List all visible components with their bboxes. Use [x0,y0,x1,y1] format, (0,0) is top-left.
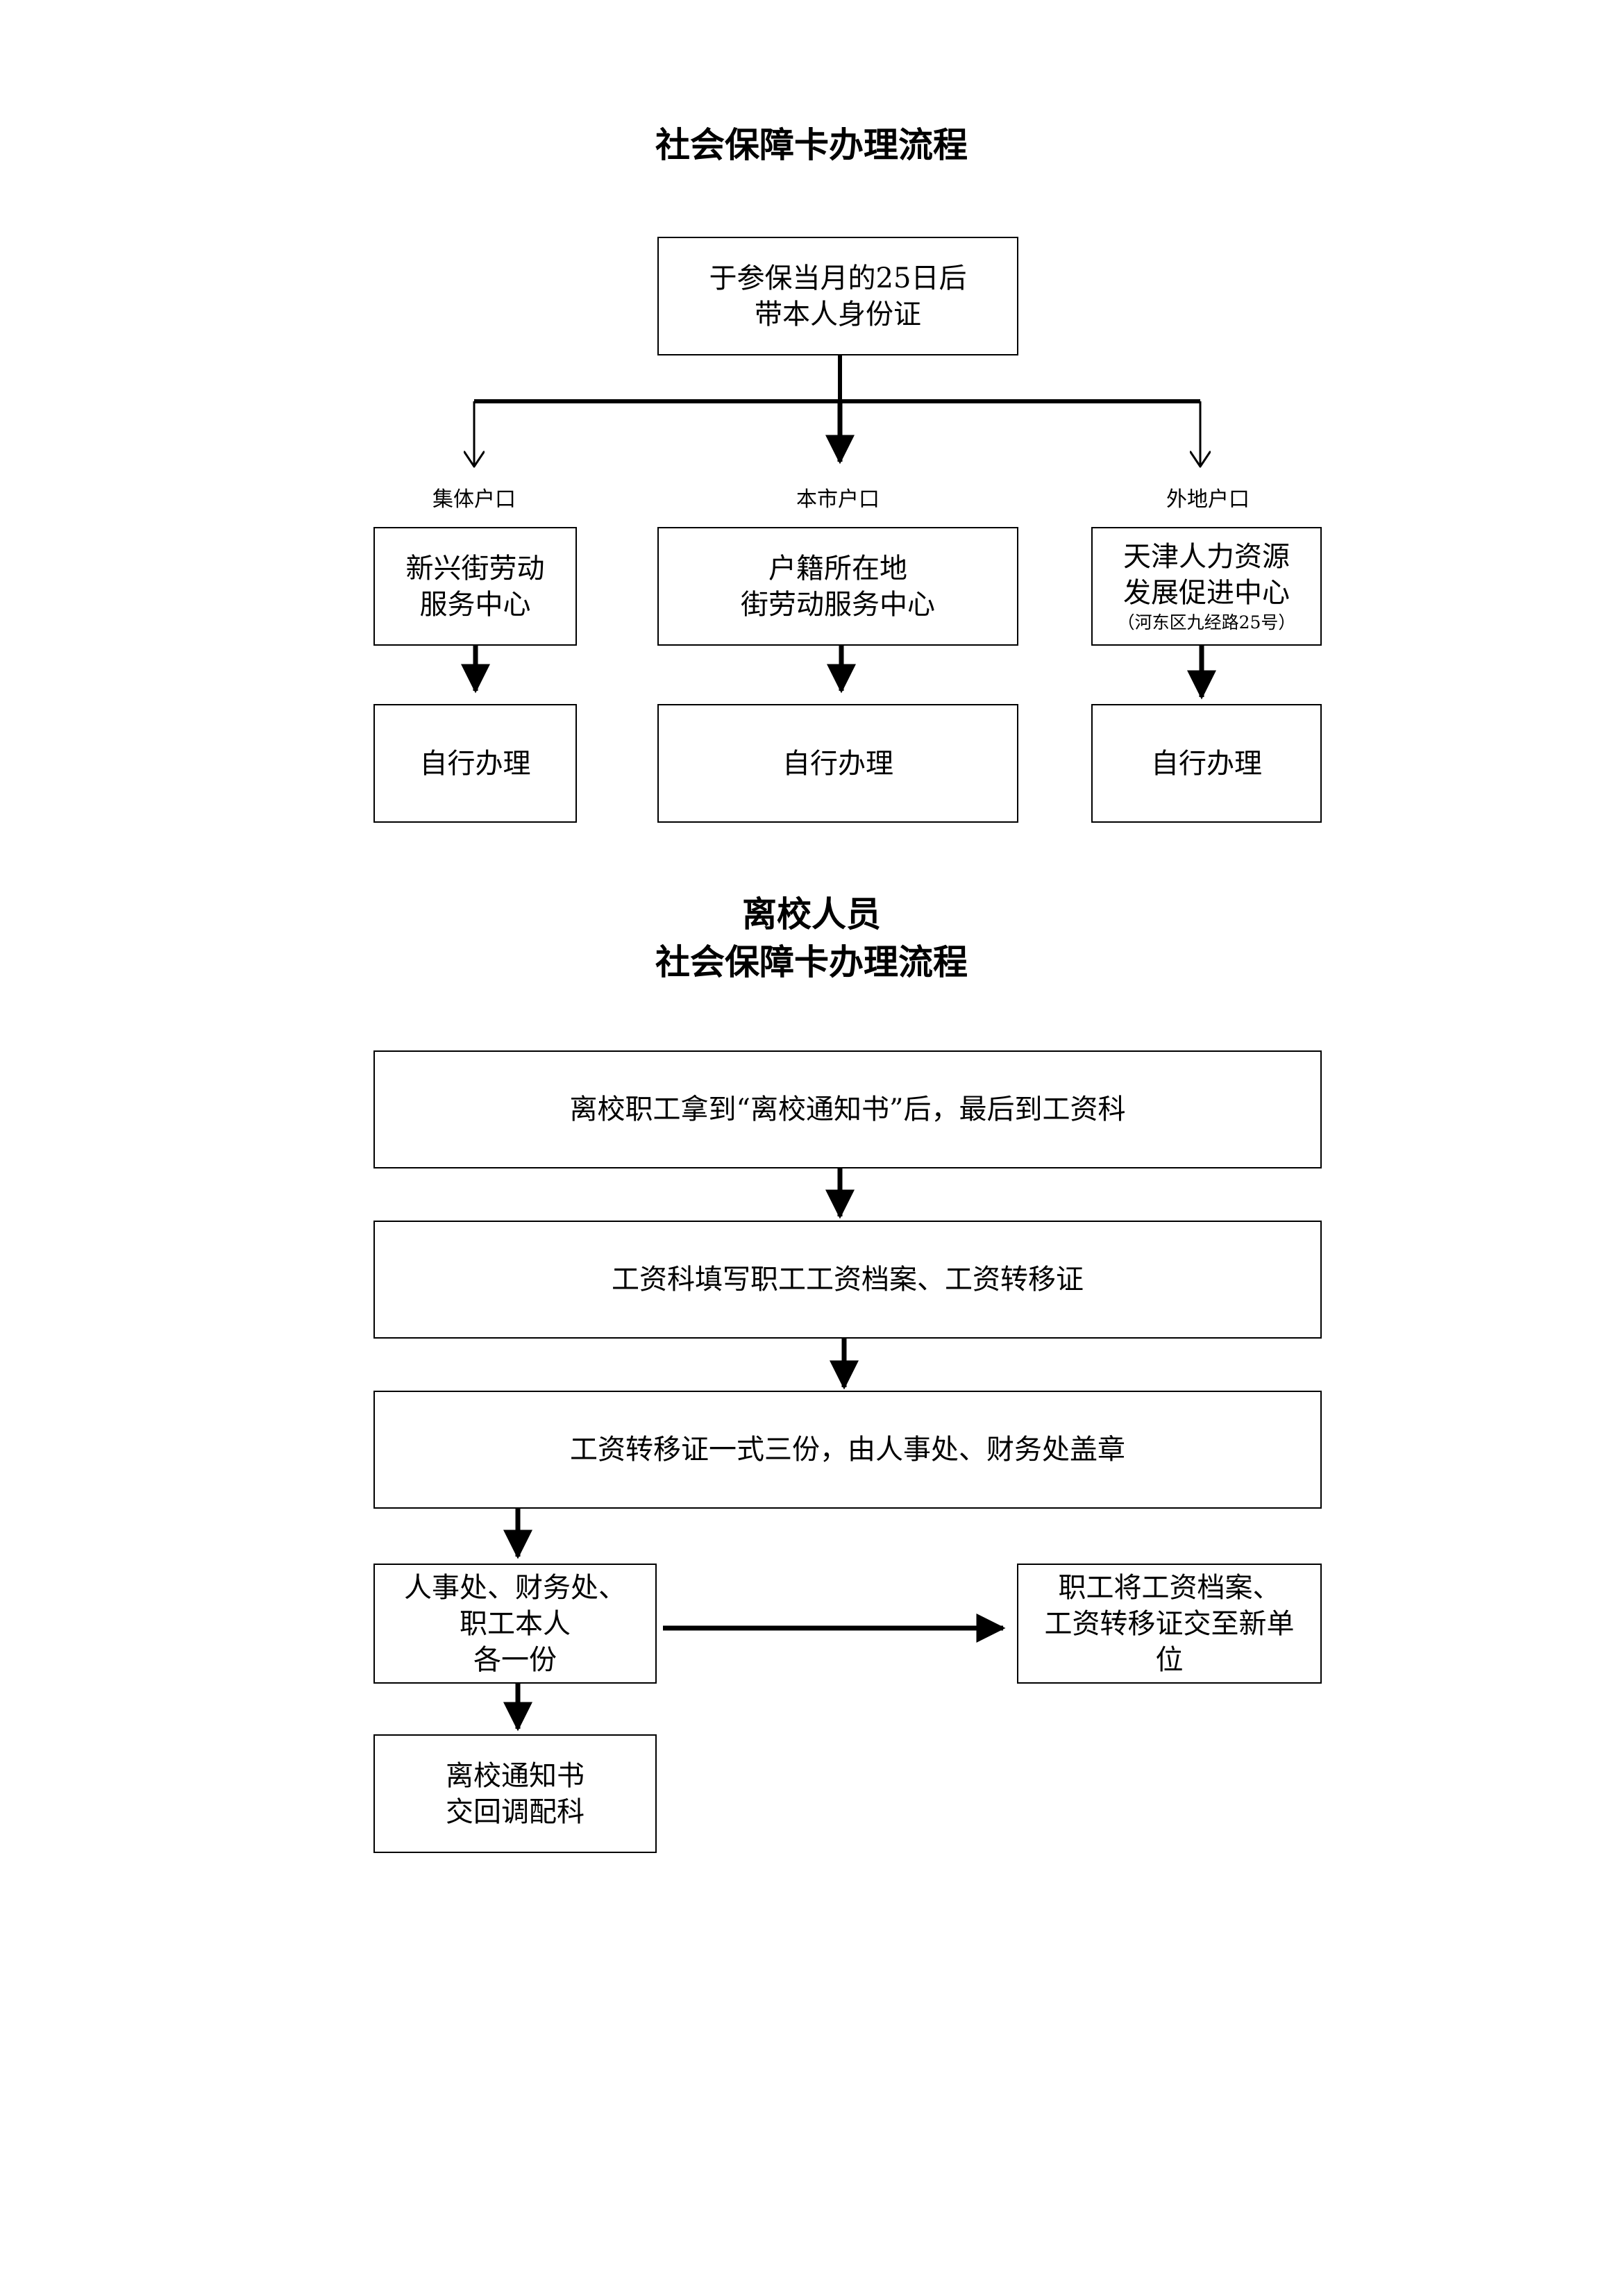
city-center-line-2: 街劳动服务中心 [741,588,935,621]
city-result-text: 自行办理 [782,747,893,780]
step-right-line-3: 位 [1155,1643,1184,1676]
collective-center-line-1: 新兴街劳动 [405,552,545,585]
step-right-line-2: 工资转移证交至新单 [1044,1607,1295,1640]
nonlocal-center-line-1: 天津人力资源 [1123,540,1290,573]
step2-text: 工资科填写职工工资档案、工资转移证 [612,1264,1084,1296]
step5-line-2: 交回调配科 [446,1795,585,1828]
step3-box: 工资转移证一式三份，由人事处、财务处盖章 [373,1391,1322,1509]
branch-label-city: 本市户口 [796,487,880,512]
step-right-box: 职工将工资档案、 工资转移证交至新单 位 [1017,1564,1322,1684]
nonlocal-result-text: 自行办理 [1151,747,1262,780]
branch-label-collective: 集体户口 [432,487,516,512]
city-result-box: 自行办理 [657,704,1018,823]
step-right-line-1: 职工将工资档案、 [1058,1571,1281,1604]
section1-title: 社会保障卡办理流程 [655,124,968,165]
nonlocal-center-address: （河东区九经路25号） [1117,612,1296,632]
start-box: 于参保当月的25日后 带本人身份证 [657,237,1018,355]
step4-box: 人事处、财务处、 职工本人 各一份 [373,1564,657,1684]
collective-center-box: 新兴街劳动 服务中心 [373,527,577,646]
nonlocal-result-box: 自行办理 [1091,704,1322,823]
collective-center-line-2: 服务中心 [419,588,531,621]
nonlocal-center-line-2: 发展促进中心 [1123,576,1290,609]
collective-result-text: 自行办理 [419,747,531,780]
step4-line-3: 各一份 [473,1643,557,1676]
city-center-box: 户籍所在地 街劳动服务中心 [657,527,1018,646]
step5-box: 离校通知书 交回调配科 [373,1734,657,1853]
section2-title-line-2: 社会保障卡办理流程 [655,941,968,982]
city-center-line-1: 户籍所在地 [768,552,907,585]
step3-text: 工资转移证一式三份，由人事处、财务处盖章 [570,1434,1125,1466]
section2-title-line-1: 离校人员 [742,894,881,935]
nonlocal-center-box: 天津人力资源 发展促进中心 （河东区九经路25号） [1091,527,1322,646]
step1-text: 离校职工拿到“离校通知书”后，最后到工资科 [569,1093,1126,1125]
start-box-line-2: 带本人身份证 [755,298,921,330]
step4-line-2: 职工本人 [460,1607,571,1640]
branch-label-nonlocal: 外地户口 [1166,487,1250,512]
step2-box: 工资科填写职工工资档案、工资转移证 [373,1221,1322,1339]
collective-result-box: 自行办理 [373,704,577,823]
start-box-line-1: 于参保当月的25日后 [709,262,967,294]
step1-box: 离校职工拿到“离校通知书”后，最后到工资科 [373,1050,1322,1168]
step4-line-1: 人事处、财务处、 [404,1571,626,1604]
step5-line-1: 离校通知书 [446,1759,585,1792]
